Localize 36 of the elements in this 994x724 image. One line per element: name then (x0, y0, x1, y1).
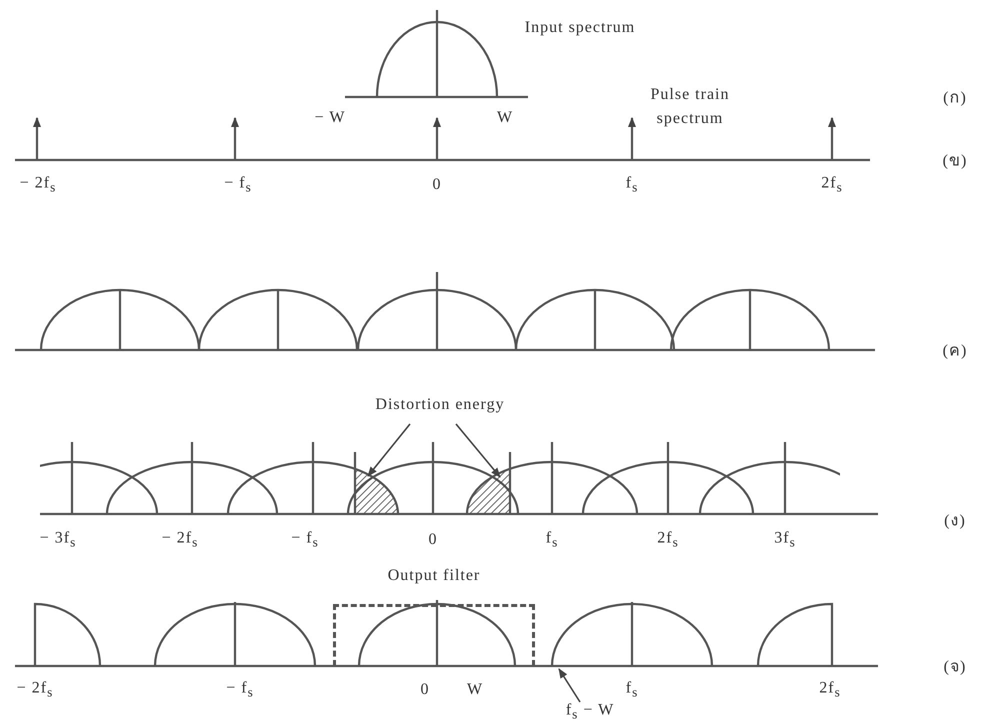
tick-label: 2f$_{s}$ (657, 529, 679, 551)
tick-label: − f$_{s}$ (226, 679, 254, 701)
tick-label: 0 (432, 176, 442, 194)
tick-label: − f$_{s}$ (224, 174, 252, 196)
tick-label: f$_{s}$ (626, 174, 638, 196)
panel-label: (ก) (943, 88, 967, 108)
leader-line (367, 424, 411, 477)
distortion-region (466, 468, 511, 515)
tick-label: 3f$_{s}$ (774, 529, 796, 551)
tick-label: 0 (420, 681, 430, 699)
leader-line (455, 423, 501, 478)
tick-label: f$_{s}$ (626, 679, 638, 701)
tick-label: W (496, 109, 514, 127)
tick-label: − 2f$_{s}$ (16, 679, 54, 701)
distortion-region (354, 468, 399, 515)
spectrum-lobe (550, 602, 714, 666)
tick-label: − W (314, 109, 346, 127)
panel-label: (จ) (944, 658, 966, 678)
caption-text: Input spectrum (524, 19, 636, 37)
annotation-text: Distortion energy (375, 396, 505, 414)
leader-line (558, 668, 581, 702)
tick-label: f$_{s}$ (546, 529, 558, 551)
tick-label: − 2f$_{s}$ (20, 174, 56, 196)
tick-label: − 3f$_{s}$ (40, 529, 76, 551)
tick-label: − f$_{s}$ (291, 529, 319, 551)
tick-label: 2f$_{s}$ (819, 679, 841, 701)
panel-label: (ข) (942, 152, 968, 172)
frequency-label: f$_{s}$ − W (566, 701, 614, 723)
filter-label: Output filter (388, 567, 480, 584)
panel-label: (ค) (942, 342, 968, 362)
tick-label: − 2f$_{s}$ (162, 529, 198, 551)
panel-label: (ง) (944, 512, 966, 532)
tick-label: W (466, 681, 484, 699)
tick-label: 0 (428, 531, 438, 549)
caption-text: Pulse train spectrum (650, 85, 730, 129)
tick-label: 2f$_{s}$ (821, 174, 843, 196)
